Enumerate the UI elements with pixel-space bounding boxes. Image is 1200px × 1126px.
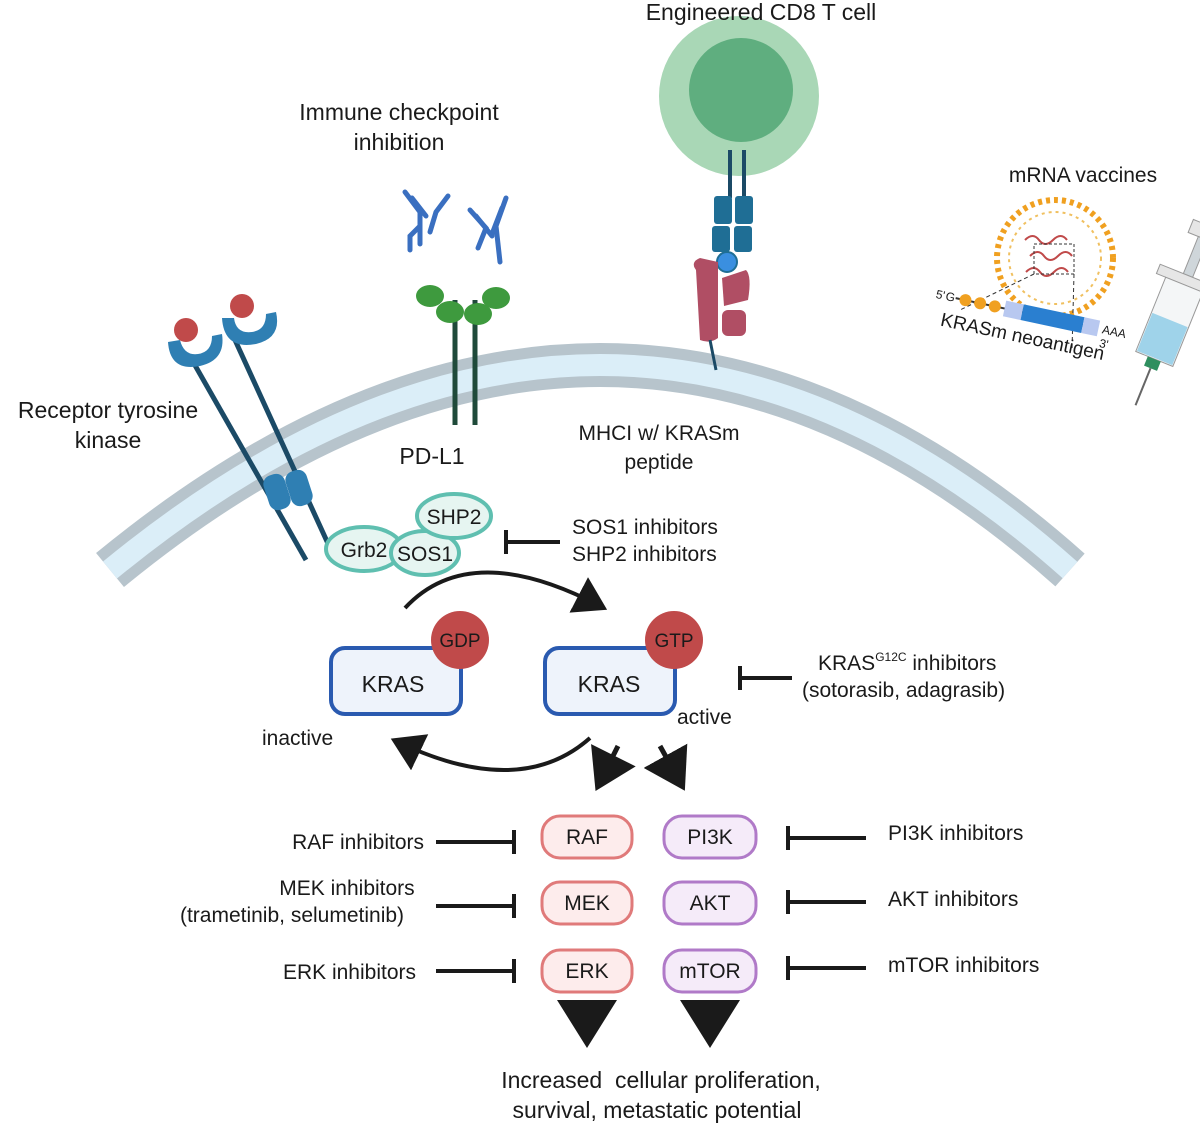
cd8-t-cell — [659, 16, 819, 176]
rtk-label-line2: kinase — [75, 427, 141, 453]
svg-text:AAA: AAA — [1101, 322, 1127, 341]
svg-text:SHP2: SHP2 — [427, 506, 482, 529]
mtor-inhibition-bar — [786, 956, 866, 980]
pi3k-inhibition-bar — [786, 826, 866, 850]
gdp-badge — [431, 611, 489, 669]
outcome-label-line1: Increased cellular proliferation, — [501, 1067, 821, 1093]
akt-inhibitors-label: AKT inhibitors — [888, 888, 1018, 911]
mtor-inhibitors-label: mTOR inhibitors — [888, 954, 1039, 977]
arrow-to-raf — [591, 743, 636, 791]
svg-text:5': 5' — [935, 287, 947, 303]
gtp-badge — [645, 611, 703, 669]
mek-inhibition-bar — [436, 894, 516, 918]
ligand-2 — [230, 294, 254, 318]
mtor-node: mTOR — [662, 948, 758, 994]
arrow-to-pi3k — [643, 743, 688, 791]
svg-text:RAF: RAF — [566, 826, 608, 849]
sos1-inhibitors-label: SOS1 inhibitors — [572, 516, 718, 539]
pi3k-node: PI3K — [662, 814, 758, 860]
krasm-peptide — [716, 251, 738, 273]
svg-text:G: G — [944, 289, 956, 305]
checkpoint-antibody-left — [402, 189, 451, 253]
immune-checkpoint-label-line2: inhibition — [354, 129, 445, 155]
adaptor-complex: Grb2 SOS1 SHP2 — [324, 492, 493, 577]
shp2-node — [415, 492, 493, 540]
erk-node: ERK — [540, 948, 634, 994]
syringe-icon — [1134, 218, 1200, 406]
svg-text:AKT: AKT — [690, 892, 731, 915]
svg-text:GDP: GDP — [439, 631, 480, 652]
tcr-complex — [712, 150, 753, 273]
mek-inhibitors-label-line2: (trametinib, selumetinib) — [180, 904, 404, 927]
kras-g12c-drugs-label: (sotorasib, adagrasib) — [802, 679, 1005, 702]
svg-text:GTP: GTP — [654, 631, 693, 652]
mhc-class-i — [693, 258, 750, 371]
inactive-label: inactive — [262, 727, 333, 750]
svg-text:KRAS: KRAS — [362, 671, 425, 697]
erk-inhibition-bar — [436, 959, 516, 983]
raf-inhibitors-label: RAF inhibitors — [292, 831, 424, 854]
erk-inhibitors-label: ERK inhibitors — [283, 961, 416, 984]
raf-inhibition-bar — [436, 830, 516, 854]
svg-text:PI3K: PI3K — [687, 826, 733, 849]
pd-l1-receptor — [416, 285, 510, 425]
svg-text:SOS1: SOS1 — [397, 543, 453, 566]
mhc-label-line1: MHCI w/ KRASm — [578, 422, 739, 445]
active-label: active — [677, 706, 732, 729]
inactivation-arrow — [390, 734, 592, 772]
svg-text:KRAS: KRAS — [578, 671, 641, 697]
mek-node: MEK — [540, 880, 634, 926]
svg-text:MEK: MEK — [564, 892, 610, 915]
akt-inhibition-bar — [786, 890, 866, 914]
engineered-cd8-label: Engineered CD8 T cell — [646, 0, 877, 25]
rtk-label-line1: Receptor tyrosine — [18, 397, 198, 423]
activation-arrow — [403, 570, 608, 613]
shp2-inhibitors-label: SHP2 inhibitors — [572, 543, 717, 566]
mhc-label-line2: peptide — [625, 451, 694, 474]
raf-node: RAF — [540, 814, 634, 860]
svg-text:Grb2: Grb2 — [341, 539, 388, 562]
ligand-1 — [174, 318, 198, 342]
kras-active: KRAS GTP — [543, 611, 703, 716]
outcome-label-line2: survival, metastatic potential — [513, 1097, 802, 1123]
checkpoint-antibody-right — [467, 195, 509, 265]
lipid-nanoparticle — [959, 197, 1116, 351]
kras-g12c-inhibition-bar — [738, 666, 792, 690]
pi3k-inhibitors-label: PI3K inhibitors — [888, 822, 1023, 845]
receptor-tyrosine-kinase — [168, 294, 333, 562]
pdl1-label: PD-L1 — [399, 443, 464, 469]
svg-text:mTOR: mTOR — [679, 960, 740, 983]
cell-membrane — [96, 343, 1085, 588]
svg-text:ERK: ERK — [565, 960, 608, 983]
svg-text:3': 3' — [1098, 336, 1110, 352]
mek-inhibitors-label-line1: MEK inhibitors — [279, 877, 414, 900]
mrna-vaccines-label: mRNA vaccines — [1009, 164, 1157, 187]
akt-node: AKT — [662, 880, 758, 926]
kras-g12c-inhibitors-label: KRASG12C inhibitors — [818, 650, 996, 675]
kras-inactive: KRAS GDP — [329, 611, 489, 716]
immune-checkpoint-label-line1: Immune checkpoint — [299, 99, 499, 125]
sos1-shp2-inhibition-bar — [504, 530, 560, 554]
